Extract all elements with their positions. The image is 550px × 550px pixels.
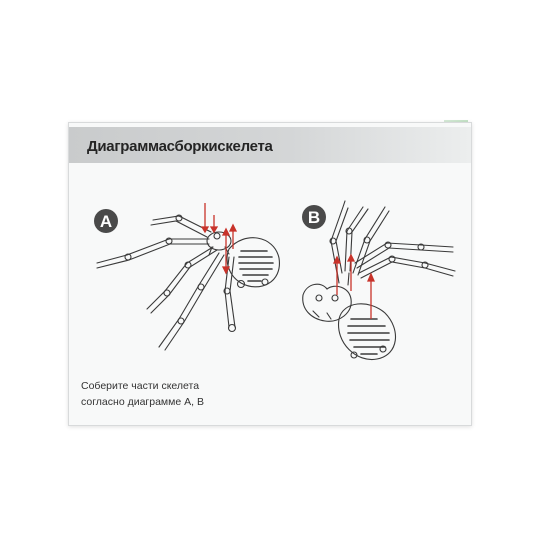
assembly-instructions: Соберите части скелета согласно диаграмм… bbox=[81, 378, 301, 410]
caption-line-2: согласно диаграмме А, В bbox=[81, 396, 204, 408]
leg-a3 bbox=[146, 246, 218, 314]
arrows-a bbox=[200, 203, 238, 275]
spider-skeleton-b bbox=[302, 200, 456, 361]
badge-a-label: A bbox=[100, 212, 112, 231]
badge-b-label: B bbox=[308, 208, 320, 227]
badge-b: B bbox=[302, 205, 326, 229]
leg-b5 bbox=[358, 255, 456, 279]
card-title: Диаграммасборкискелета bbox=[87, 138, 273, 155]
leg-a1 bbox=[150, 214, 212, 238]
arrows-b bbox=[332, 253, 375, 319]
diagram-b: B bbox=[302, 200, 456, 361]
leg-a4 bbox=[158, 252, 225, 351]
assembly-diagrams: A bbox=[94, 200, 456, 361]
title-bar: Диаграммасборкискелета bbox=[69, 127, 471, 163]
cephalothorax-b bbox=[302, 270, 352, 322]
caption-line-1: Соберите части скелета bbox=[81, 380, 200, 392]
spider-skeleton-a bbox=[96, 214, 280, 351]
leg-b3 bbox=[352, 206, 390, 276]
abdomen-b bbox=[338, 303, 397, 361]
badge-a: A bbox=[94, 209, 118, 233]
instruction-card: Диаграммасборкискелета A bbox=[68, 122, 472, 426]
abdomen-a bbox=[226, 237, 280, 289]
leg-a2 bbox=[96, 237, 210, 269]
leg-b4 bbox=[354, 241, 454, 269]
diagram-a: A bbox=[94, 203, 280, 351]
